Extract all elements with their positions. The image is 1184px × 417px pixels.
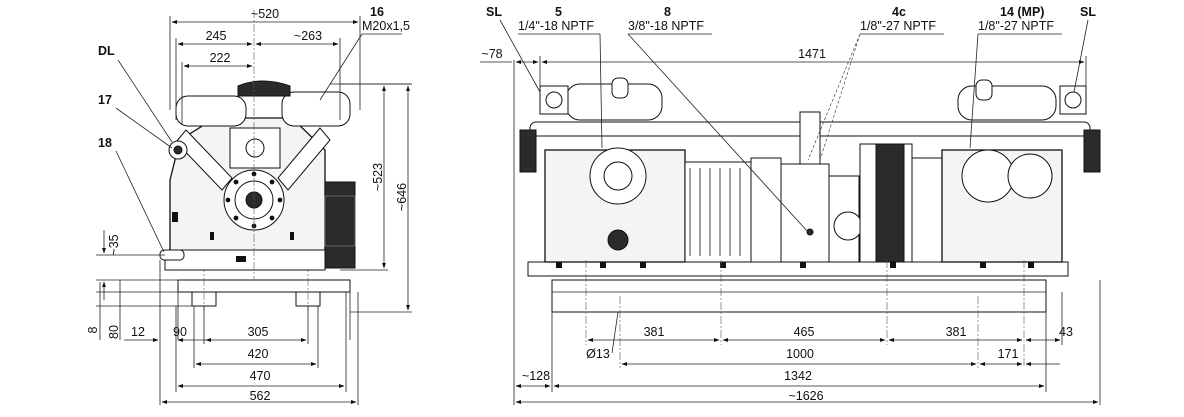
dim-side-245: 245 — [206, 29, 227, 43]
dim-side-width-top: ~520 — [251, 7, 279, 21]
dim-front-43: 43 — [1059, 325, 1073, 339]
dim-front-hole-13: Ø13 — [586, 347, 610, 361]
dim-side-35: ~35 — [107, 234, 121, 255]
dim-side-80: 80 — [107, 325, 121, 339]
front-base-frame — [551, 279, 1047, 313]
dim-front-1342: 1342 — [784, 369, 812, 383]
label-sl-right: SL — [1080, 5, 1096, 19]
label-5: 5 — [555, 5, 562, 19]
side-base-plate — [177, 279, 351, 293]
side-cylinder-head-right — [281, 91, 351, 127]
label-8-spec: 3/8"-18 NPTF — [628, 19, 704, 33]
label-17: 17 — [98, 93, 112, 107]
dim-side-470: 470 — [250, 369, 271, 383]
dim-front-1471: 1471 — [798, 47, 826, 61]
side-left-dimensions: ~35 8 80 — [86, 230, 195, 340]
dim-front-381-right: 381 — [946, 325, 967, 339]
front-mounting-rail — [527, 261, 1069, 277]
dim-front-171: 171 — [998, 347, 1019, 361]
label-16: 16 — [370, 5, 384, 19]
dim-side-263: ~263 — [294, 29, 322, 43]
label-sl-left: SL — [486, 5, 502, 19]
label-14-spec: 1/8"-27 NPTF — [978, 19, 1054, 33]
side-view: ~520 245 ~263 222 ~523 ~646 — [86, 5, 412, 405]
dim-side-562: 562 — [250, 389, 271, 403]
dim-side-523: ~523 — [371, 163, 385, 191]
side-right-dimensions: ~523 ~646 — [330, 83, 412, 313]
front-top-dimensions: ~78 1471 — [480, 47, 1087, 405]
dim-front-465: 465 — [794, 325, 815, 339]
label-5-spec: 1/4"-18 NPTF — [518, 19, 594, 33]
front-motor-left — [684, 161, 752, 263]
label-4c-spec: 1/8"-27 NPTF — [860, 19, 936, 33]
front-view: ~78 1471 381 465 381 43 Ø13 1000 171 — [480, 5, 1101, 405]
front-mount-centerlines — [585, 260, 1025, 368]
side-top-dimensions: ~520 245 ~263 222 — [169, 7, 361, 125]
dim-side-420: 420 — [248, 347, 269, 361]
front-labels: SL 5 1/4"-18 NPTF 8 3/8"-18 NPTF 4c 1/8"… — [486, 5, 1096, 233]
front-center-coupling — [780, 163, 830, 263]
label-8: 8 — [664, 5, 671, 19]
dim-side-12: 12 — [131, 325, 145, 339]
side-motor-housing — [324, 181, 356, 269]
side-cylinder-head-left — [175, 95, 247, 127]
dim-front-78: ~78 — [481, 47, 502, 61]
side-bottom-dimensions: 12 90 305 420 470 562 — [124, 260, 359, 405]
label-dl: DL — [98, 44, 115, 58]
dim-side-90: 90 — [173, 325, 187, 339]
label-18: 18 — [98, 136, 112, 150]
label-4c: 4c — [892, 5, 906, 19]
dim-side-8: 8 — [86, 326, 100, 333]
dim-front-1000: 1000 — [786, 347, 814, 361]
label-16-spec: M20x1,5 — [362, 19, 410, 33]
dim-front-128: ~128 — [522, 369, 550, 383]
label-14-mp: 14 (MP) — [1000, 5, 1044, 19]
dim-side-646: ~646 — [395, 183, 409, 211]
front-bottom-dimensions: 381 465 381 43 Ø13 1000 171 ~128 1342 ~1… — [515, 280, 1101, 405]
side-labels: DL 17 18 16 M20x1,5 — [98, 5, 410, 253]
dim-side-305: 305 — [248, 325, 269, 339]
side-top-pipe — [237, 80, 291, 97]
dim-front-381-left: 381 — [644, 325, 665, 339]
dim-side-222: 222 — [210, 51, 231, 65]
dim-front-1626: ~1626 — [788, 389, 823, 403]
